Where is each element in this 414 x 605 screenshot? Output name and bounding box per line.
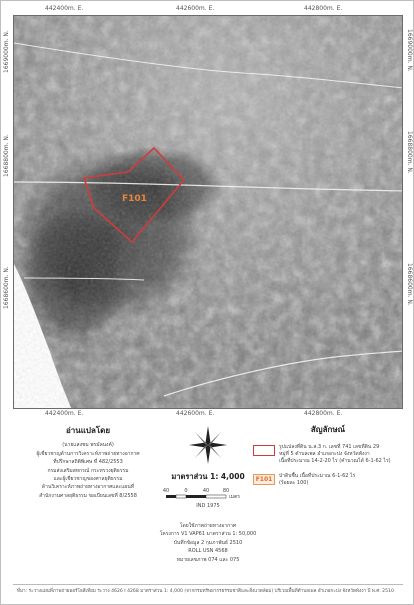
interpreter-title: อ่านแปลโดย — [65, 426, 111, 435]
interpreter-line: ผู้เชี่ยวชาญด้านการวิเคราะห์ภาพถ่ายทางอา… — [36, 450, 140, 457]
coord-top-3: 442800m. E. — [304, 5, 343, 12]
coord-top-1: 442400m. E. — [45, 5, 84, 12]
interpreter-line: ด้านวิเคราะห์ภาพถ่ายทางอากาศและแผนที่ — [41, 484, 135, 491]
scale-block: มาตราส่วน 1: 4,000 40 0 40 80 เมตร IND 1… — [153, 425, 263, 564]
coord-left-2: 1668800m. N. — [3, 134, 10, 177]
legend-text-line: รูปแปลงที่ดิน น.ส.3 ก. เลขที่ 741 เลขที่… — [279, 444, 380, 450]
legend-text-line: หมู่ที่ 5 ตำบลเพล อำเภอกะปง จังหวัดพังงา — [279, 451, 370, 457]
legend-text-line: (ร้อยละ 100) — [279, 480, 309, 486]
coord-bottom-1: 442400m. E. — [45, 410, 84, 417]
interpreter-line: สำนักงานศาลยุติธรรม ขอเบียนเลขที่ 8/2558 — [39, 492, 137, 499]
scale-bar: 40 0 40 80 เมตร IND 1975 — [163, 488, 240, 509]
photo-info-line: หมายเลขภาพ 074 และ 075 — [176, 556, 240, 563]
north-arrow-icon — [189, 426, 227, 464]
parcel-label: F101 — [122, 194, 147, 204]
legend-text-line: ป่าดิบชื้น เนื้อที่ประมาณ 6-1-62 ไร่ — [279, 473, 356, 479]
photo-info-line: โดยใช้ภาพถ่ายทางอากาศ — [179, 523, 237, 529]
photo-info-line: โครงการ V1 VAP61 มาตราส่วน 1: 50,000 — [159, 531, 257, 538]
symbols-title: สัญลักษณ์ — [310, 425, 346, 434]
coord-top-2: 442600m. E. — [176, 5, 215, 12]
interpreter-line: ที่ปรึกษาสถิติพิเศษ ที่ 482/2553 — [53, 459, 123, 466]
coord-right-1: 1669000m. N. — [406, 29, 413, 72]
photo-info-line: ROLL USN 4568 — [188, 548, 228, 555]
scale-tick-label: 40 — [203, 488, 209, 494]
footer-divider — [13, 584, 403, 585]
scale-title: มาตราส่วน 1: 4,000 — [171, 472, 245, 481]
legend-item-forest: F101 ป่าดิบชื้น เนื้อที่ประมาณ 6-1-62 ไร… — [253, 473, 403, 487]
legend-item-text: ป่าดิบชื้น เนื้อที่ประมาณ 6-1-62 ไร่ (ร้… — [279, 473, 355, 487]
scale-datum: IND 1975 — [196, 503, 219, 509]
aerial-photo-map: F101 — [13, 15, 403, 409]
interpreter-line: (นายแสงชม พรมัลนงค์) — [62, 442, 114, 449]
coord-bottom-3: 442800m. E. — [304, 410, 343, 417]
symbols-block: สัญลักษณ์ รูปแปลงที่ดิน น.ส.3 ก. เลขที่ … — [253, 423, 403, 495]
parcel-outline — [82, 146, 186, 244]
scale-tick-label: 80 — [223, 488, 229, 494]
source-note: ที่มา: ระวางแผนที่ภาพถ่ายออร์โธสีเทียม ร… — [17, 589, 394, 594]
legend-item-text: รูปแปลงที่ดิน น.ส.3 ก. เลขที่ 741 เลขที่… — [279, 444, 391, 465]
aerial-photo-svg — [14, 16, 402, 408]
legend-text-line: เนื้อที่ประมาณ 14-2-20 ไร่ (คำนวณได้ 6-1… — [279, 458, 391, 464]
coord-left-3: 1668600m. N. — [3, 266, 10, 309]
parcel-symbol — [253, 445, 275, 456]
scale-unit: เมตร — [229, 494, 240, 500]
scale-tick-label: 40 — [163, 488, 169, 494]
forest-label-symbol: F101 — [253, 474, 275, 485]
coord-right-3: 1668600m. N. — [406, 263, 413, 306]
legend-item-parcel: รูปแปลงที่ดิน น.ส.3 ก. เลขที่ 741 เลขที่… — [253, 444, 403, 465]
coord-left-1: 1669000m. N. — [3, 30, 10, 73]
photo-info: โดยใช้ภาพถ่ายทางอากาศ โครงการ V1 VAP61 ม… — [153, 522, 263, 564]
scale-tick-label: 0 — [184, 488, 187, 494]
coord-bottom-2: 442600m. E. — [176, 410, 215, 417]
coord-right-2: 1668800m. N. — [406, 131, 413, 174]
interpreter-line: กรมส่งเสริมสหกรณ์ กระทรวงยุติธรรม — [47, 467, 129, 474]
interpreter-line: และผู้เชี่ยวชาญของศาลยุติธรรม — [53, 476, 123, 483]
interpreter-block: อ่านแปลโดย (นายแสงชม พรมัลนงค์) ผู้เชี่ย… — [19, 426, 157, 500]
photo-info-line: บันทึกข้อมูล 2 กุมภาพันธ์ 2510 — [173, 539, 243, 546]
legend-panel: อ่านแปลโดย (นายแสงชม พรมัลนงค์) ผู้เชี่ย… — [13, 421, 403, 585]
